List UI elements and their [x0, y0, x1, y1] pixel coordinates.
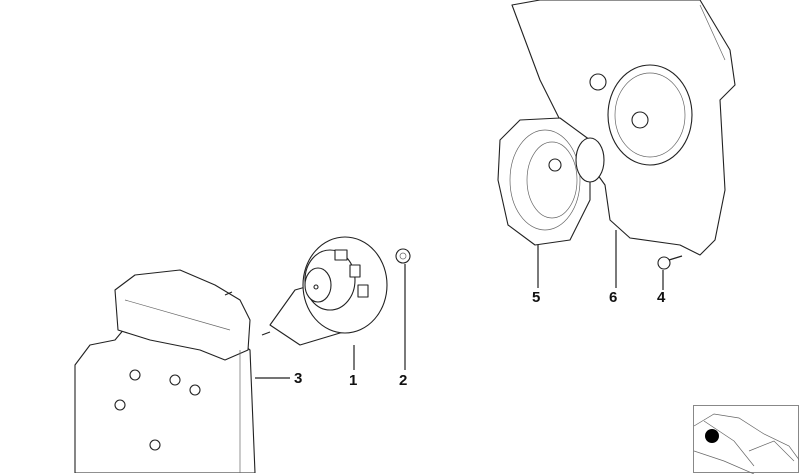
callout-1: 1 — [349, 372, 358, 389]
enclosure-left — [74, 269, 271, 473]
callout-3: 3 — [294, 370, 303, 387]
callout-5: 5 — [532, 289, 541, 306]
location-marker — [705, 429, 719, 443]
callout-2: 2 — [399, 372, 408, 389]
vehicle-location-inset — [693, 405, 799, 474]
callout-4: 4 — [657, 289, 666, 306]
nut — [395, 248, 411, 264]
car-outline-icon — [694, 413, 799, 474]
loudspeaker-right — [497, 117, 605, 246]
loudspeaker-center — [269, 236, 388, 346]
callout-6: 6 — [609, 289, 618, 306]
enclosure-right — [511, 0, 736, 256]
screw — [657, 255, 683, 270]
